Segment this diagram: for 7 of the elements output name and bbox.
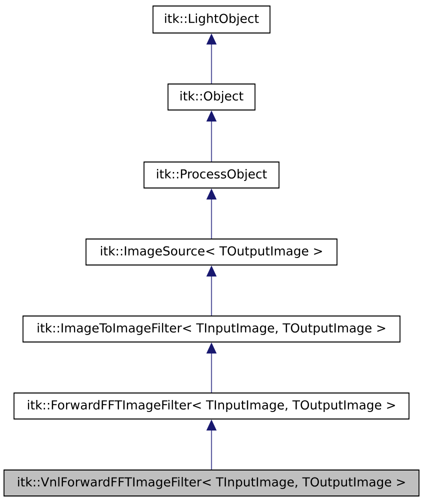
class-box: itk::VnlForwardFFTImageFilter< TInputImage, TOutputImage > [4,470,420,496]
class-box: itk::Object [168,84,256,110]
class-box: itk::ImageSource< TOutputImage > [86,238,338,266]
class-box: itk::ProcessObject [144,162,280,188]
class-box: itk::LightObject [152,6,270,34]
class-box: itk::ImageToImageFilter< TInputImage, TOutputImage > [22,316,400,342]
class-box: itk::ForwardFFTImageFilter< TInputImage, TOutputImage > [14,392,410,420]
